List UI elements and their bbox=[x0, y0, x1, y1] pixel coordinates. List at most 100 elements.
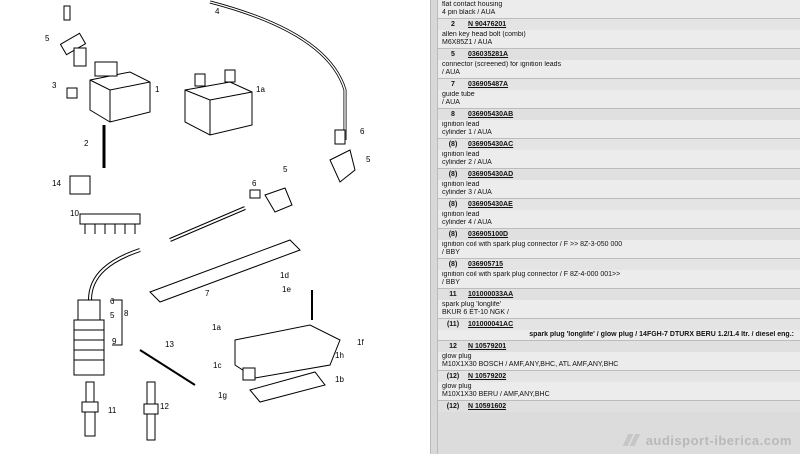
svg-text:6: 6 bbox=[252, 179, 257, 188]
table-row[interactable]: (8)036905430AE bbox=[438, 198, 800, 210]
svg-text:9: 9 bbox=[112, 337, 117, 346]
table-row[interactable]: (12) N 10591602 bbox=[438, 400, 800, 412]
position-number: 2 bbox=[451, 20, 455, 28]
part-number-link[interactable]: 036905487A bbox=[468, 80, 509, 88]
wire-13 bbox=[139, 349, 196, 386]
watermark: audisport-iberica.com bbox=[619, 433, 792, 448]
part-number-link[interactable]: 036905430AE bbox=[468, 200, 513, 208]
svg-text:13: 13 bbox=[165, 340, 174, 349]
svg-text:11: 11 bbox=[108, 406, 117, 415]
description-line: spark plug 'longlife' bbox=[442, 301, 502, 308]
description-line: ignition coil with spark plug connector … bbox=[442, 271, 621, 278]
svg-text:1b: 1b bbox=[335, 375, 344, 384]
table-row[interactable]: (8)036905100D bbox=[438, 228, 800, 240]
part-number-link[interactable]: N 10579202 bbox=[468, 372, 507, 380]
description-line: allen key head bolt (combi) bbox=[442, 31, 526, 38]
description-line: M10X1X30 BOSCH / AMF,ANY,BHC, ATL AMF,AN… bbox=[442, 361, 619, 368]
position-number: (8) bbox=[448, 140, 458, 148]
table-row[interactable]: (8) 036905430AC bbox=[438, 138, 800, 150]
bracket-8 bbox=[112, 299, 123, 346]
part-number-link[interactable]: N 10579201 bbox=[468, 342, 507, 350]
part-number-link[interactable]: N 10591602 bbox=[468, 402, 507, 410]
clip-14 bbox=[69, 175, 91, 195]
table-row[interactable]: (12) N 10579202 bbox=[438, 370, 800, 382]
svg-text:4: 4 bbox=[215, 7, 220, 16]
description-line: ignition coil with spark plug connector … bbox=[442, 241, 623, 248]
table-row[interactable]: (11) 101000041AC bbox=[438, 318, 800, 330]
position-number: 11 bbox=[449, 290, 457, 298]
parts-list-panel: flat contact housing 4 pin black / AUA 2… bbox=[438, 0, 800, 454]
plug-connector-9 bbox=[73, 299, 105, 376]
svg-text:2: 2 bbox=[84, 139, 89, 148]
spark-plug-11 bbox=[81, 381, 99, 437]
part-description: connector (screened) for ignition leads/… bbox=[438, 60, 800, 78]
part-description: ignition coil with spark plug connector … bbox=[438, 240, 800, 258]
guide-tube-7 bbox=[149, 239, 301, 303]
table-row[interactable]: (8) 036905430AD bbox=[438, 168, 800, 180]
description-line: M10X1X30 BERU / AMF,ANY,BHC bbox=[442, 391, 550, 398]
position-number: (12) bbox=[446, 372, 460, 380]
position-number: (8) bbox=[448, 170, 458, 178]
svg-text:1h: 1h bbox=[335, 351, 344, 360]
diagram-svg: 4 5 3 1 2 1a 6 5 14 6 5 10 1d 1e 7 8 6 5… bbox=[45, 0, 371, 441]
position-number: (12) bbox=[446, 402, 460, 410]
part-number-link[interactable]: 036905715 bbox=[468, 260, 504, 268]
part-number-link[interactable]: 036905430AB bbox=[468, 110, 514, 118]
clip-6-mid bbox=[249, 189, 261, 199]
description-line: M6X85Z1 / AUA bbox=[442, 39, 493, 46]
table-row[interactable]: (8) 036905715 bbox=[438, 258, 800, 270]
svg-text:10: 10 bbox=[70, 209, 79, 218]
part-number-link[interactable]: 036905430AD bbox=[468, 170, 514, 178]
table-row[interactable]: 11 101000033AA bbox=[438, 288, 800, 300]
description-line: cylinder 3 / AUA bbox=[442, 189, 492, 196]
part-number-link[interactable]: 101000041AC bbox=[468, 320, 514, 328]
svg-text:1a: 1a bbox=[256, 85, 265, 94]
description-line: cylinder 2 / AUA bbox=[442, 159, 492, 166]
position-number: 7 bbox=[451, 80, 455, 88]
exploded-parts-diagram: 4 5 3 1 2 1a 6 5 14 6 5 10 1d 1e 7 8 6 5… bbox=[45, 0, 371, 441]
description-line: ignition lead bbox=[442, 211, 480, 218]
clip-6-right bbox=[334, 129, 346, 145]
svg-text:1f: 1f bbox=[357, 338, 364, 347]
position-number: (8) bbox=[448, 260, 458, 268]
description-line: ignition lead bbox=[442, 151, 480, 158]
part-number-link[interactable]: 036035281A bbox=[468, 50, 509, 58]
panel-divider[interactable] bbox=[430, 0, 438, 454]
nut-3 bbox=[66, 87, 78, 99]
svg-text:5: 5 bbox=[45, 34, 50, 43]
description-line: / AUA bbox=[442, 69, 460, 76]
watermark-logo-icon bbox=[619, 434, 642, 446]
svg-text:1c: 1c bbox=[213, 361, 221, 370]
description-line: ignition lead bbox=[442, 121, 480, 128]
svg-text:1: 1 bbox=[155, 85, 160, 94]
table-row[interactable]: 2 N 90476201 bbox=[438, 18, 800, 30]
part-number-link[interactable]: 101000033AA bbox=[468, 290, 514, 298]
part-description: ignition coil with spark plug connector … bbox=[438, 270, 800, 288]
svg-text:1a: 1a bbox=[212, 323, 221, 332]
part-number-link[interactable]: 036905430AC bbox=[468, 140, 514, 148]
part-number-link[interactable]: 036905100D bbox=[468, 230, 509, 238]
part-number-link[interactable]: N 90476201 bbox=[468, 20, 507, 28]
description-line: / BBY bbox=[442, 249, 460, 256]
bracket-assembly bbox=[234, 290, 341, 403]
description-line: cylinder 4 / AUA bbox=[442, 219, 492, 226]
svg-text:14: 14 bbox=[52, 179, 61, 188]
svg-text:5: 5 bbox=[366, 155, 371, 164]
description-line: glow plug bbox=[442, 353, 472, 360]
table-row[interactable]: 7 036905487A bbox=[438, 78, 800, 90]
svg-text:1d: 1d bbox=[280, 271, 289, 280]
connector-5-top bbox=[59, 32, 87, 67]
list-item-top-partial: flat contact housing 4 pin black / AUA bbox=[438, 0, 800, 18]
position-number: (11) bbox=[446, 320, 460, 328]
description-line: / BBY bbox=[442, 279, 460, 286]
svg-text:6: 6 bbox=[110, 297, 115, 306]
part-description: allen key head bolt (combi)M6X85Z1 / AUA bbox=[438, 30, 800, 48]
